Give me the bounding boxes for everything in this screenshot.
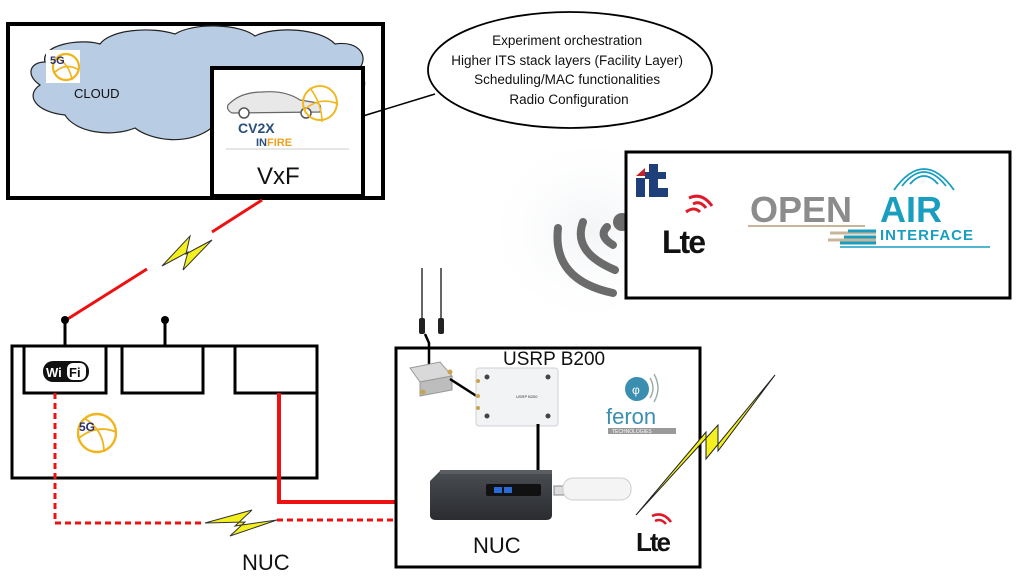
wifi-text-b: Fi [69, 365, 81, 380]
5g-logo: 5G [46, 50, 81, 83]
feron-sub-text: TECHNOLOGIES [612, 429, 652, 435]
lte-logo-text: Lte [636, 527, 671, 557]
cloud-box: 5G CLOUD CV2X INFIRE VxF [6, 22, 385, 200]
5g-logo-text: 5G [79, 420, 95, 434]
oai-air-text: AIR [880, 189, 942, 230]
svg-text:INFIRE: INFIRE [256, 137, 292, 149]
svg-text:Experiment orchestration: Experiment orchestration Higher ITS stac… [451, 33, 687, 107]
splitter-icon [409, 361, 453, 397]
lte-logo: Lte [636, 513, 673, 557]
oai-open-text: OPEN [750, 189, 852, 230]
gateway-box: Wi Fi 5G [10, 316, 319, 480]
vxf-box[interactable]: CV2X INFIRE VxF [210, 66, 365, 198]
usrp-title: USRP B200 [503, 349, 605, 370]
module-slot-3[interactable] [233, 344, 319, 395]
wired-link-gateway-nuc [277, 393, 430, 504]
module-slot-2[interactable] [120, 344, 205, 395]
usrp-device-text: USRP B200 [516, 394, 538, 399]
usrp-nuc-label: NUC [473, 533, 521, 558]
callout-line-2: Higher ITS stack layers (Facility Layer) [451, 53, 683, 68]
openairinterface-logo: OPEN AIR INTERFACE [748, 168, 990, 248]
feron-text: feron [606, 404, 656, 429]
5g-logo-text: 5G [50, 55, 65, 67]
callout-bubble: Experiment orchestration Higher ITS stac… [427, 11, 713, 129]
svg-text:φ: φ [632, 383, 640, 397]
5g-logo: 5G [76, 412, 118, 454]
wifi-icon: Wi Fi [43, 361, 89, 382]
cv2x-text: CV2X [238, 120, 275, 136]
it-logo [636, 164, 668, 197]
oai-interface-text: INTERFACE [880, 227, 974, 244]
lte-logo-text: Lte [662, 224, 705, 260]
callout-line-1: Experiment orchestration [492, 33, 642, 48]
callout-line-4: Radio Configuration [509, 92, 628, 107]
wifi-text-a: Wi [46, 365, 62, 380]
usrp-device: USRP B200 [475, 367, 559, 427]
antennas-icon [419, 268, 444, 365]
vxf-label: VxF [257, 163, 300, 190]
nuc-device [430, 470, 552, 520]
svg-text:CV2X: CV2X [238, 120, 275, 136]
cloud-label: CLOUD [74, 86, 120, 101]
wifi-link-gateway-nuc [53, 393, 205, 525]
lightning-bolt-icon [204, 509, 278, 537]
infire-fire-text: FIRE [267, 137, 292, 149]
callout-line-3: Scheduling/MAC functionalities [474, 72, 660, 87]
wireless-link-cloud-gateway [65, 198, 263, 322]
splitter-usrp-cable [449, 377, 479, 399]
vxf-frame [210, 66, 365, 198]
callout-connector [362, 93, 436, 117]
oai-box: Lte OPEN AIR INTERFACE [624, 150, 1012, 300]
lte-logo: Lte [662, 194, 714, 260]
infire-in-text: IN [256, 137, 267, 149]
feron-logo: φ feron TECHNOLOGIES [606, 373, 676, 435]
cv2x-infire-logo: CV2X INFIRE [226, 85, 349, 150]
lightning-bolt-icon [161, 234, 213, 271]
lte-lightning-bolt-icon [635, 374, 776, 516]
gateway-nuc-label: NUC [242, 550, 290, 575]
usrp-box: USRP B200 USRP B200 φ feron TECHNOLOGIES… [394, 268, 702, 569]
usb-modem [553, 477, 632, 501]
